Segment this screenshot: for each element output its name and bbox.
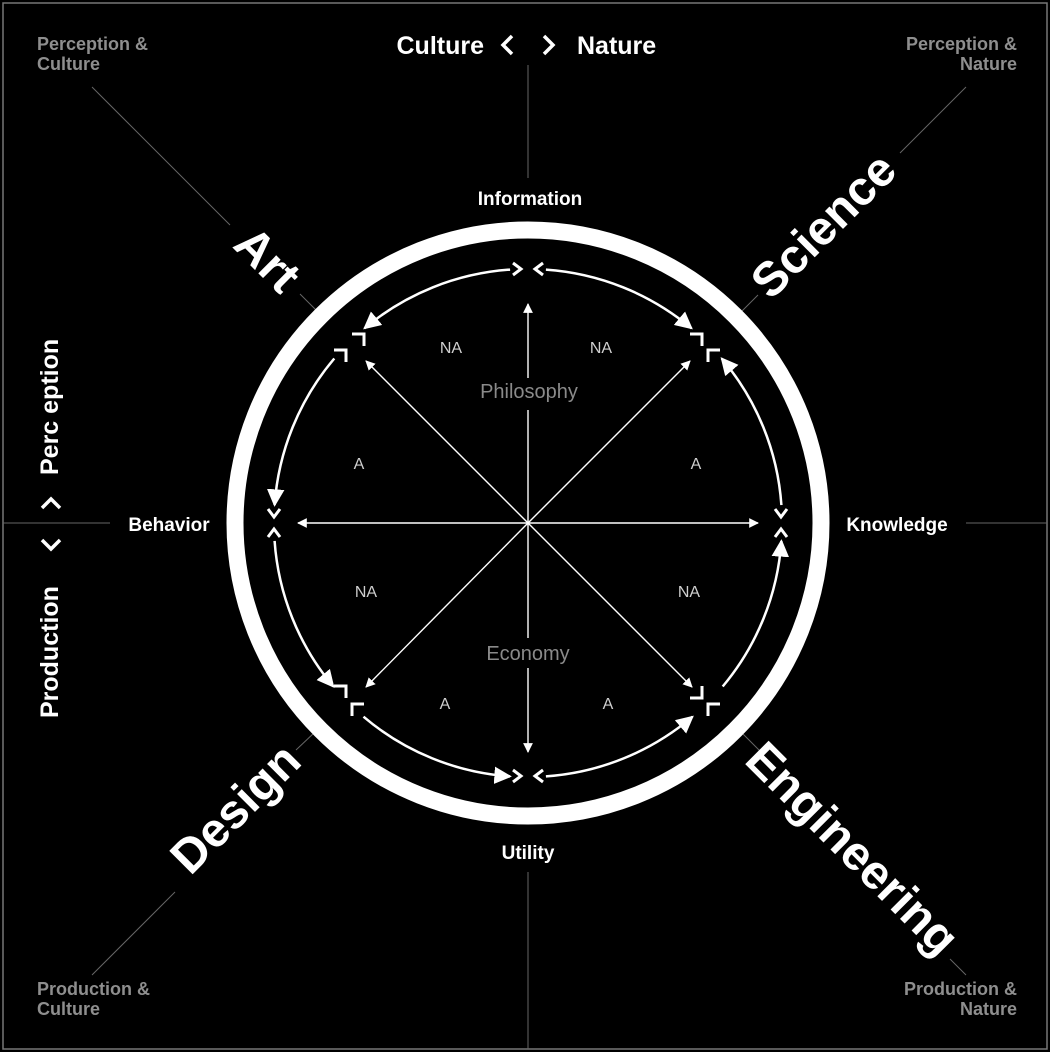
corner-label-bottom-right-line1: Production &	[904, 979, 1017, 999]
sector-tag-upper-right: A	[691, 456, 702, 473]
node-right	[773, 508, 789, 538]
spoke-top-left	[365, 360, 529, 524]
node-bottom-left	[334, 684, 364, 716]
sector-tag-bottom-right: A	[603, 696, 614, 713]
cardinal-label-knowledge: Knowledge	[846, 515, 947, 536]
node-top-left	[334, 332, 366, 362]
node-markers	[266, 261, 789, 784]
inner-arc-left-lower	[273, 540, 335, 688]
sector-tag-lower-right: NA	[678, 584, 701, 601]
inner-arc-top-right	[545, 268, 693, 330]
corner-label-top-left-line2: Culture	[37, 54, 100, 74]
diagonal-line-top-right	[899, 86, 967, 154]
inner-label-philosophy: Philosophy	[480, 381, 578, 403]
sector-tag-upper-left: A	[354, 456, 365, 473]
corner-label-top-left-line1: Perception &	[37, 34, 148, 54]
field-label-art: Art	[224, 217, 311, 304]
spoke-top-right	[527, 360, 691, 524]
chevron-down-icon	[40, 538, 62, 552]
sector-tag-top-right: NA	[590, 340, 613, 357]
field-label-engineering: Engineering	[735, 732, 969, 966]
inner-arc-right-upper	[720, 357, 783, 506]
chevron-left-icon	[500, 34, 514, 56]
outer-ring	[226, 221, 830, 825]
diagonal-line-top-left	[91, 86, 231, 226]
diagonal-line-bottom-right	[949, 958, 967, 976]
spokes	[297, 303, 759, 753]
diagonal-line-bottom-left-inner	[295, 731, 316, 751]
inner-arc-left-upper	[266, 357, 336, 507]
inner-ring	[266, 268, 790, 785]
axis-label-nature: Nature	[577, 32, 656, 60]
corner-label-bottom-right-line2: Nature	[960, 999, 1017, 1019]
inner-arc-top-left	[363, 268, 511, 330]
diagonal-line-bottom-left	[91, 891, 176, 976]
corner-label-bottom-left-line2: Culture	[37, 999, 100, 1019]
corner-label-bottom-left-line1: Production &	[37, 979, 150, 999]
cardinal-label-utility: Utility	[502, 843, 555, 864]
diagonal-line-bottom-right-inner	[741, 732, 761, 752]
inner-arc-bottom-left	[362, 715, 512, 785]
cardinal-label-information: Information	[478, 189, 583, 210]
axis-label-perception: Perc eption	[36, 339, 64, 475]
diagonal-line-top-left-inner	[299, 293, 319, 313]
inner-arc-bottom-right	[545, 715, 694, 778]
field-label-science: Science	[741, 143, 907, 309]
diagonal-line-top-right-inner	[739, 294, 759, 314]
chevron-up-icon	[40, 496, 62, 510]
sector-tag-lower-left: NA	[355, 584, 378, 601]
cardinal-label-behavior: Behavior	[128, 515, 210, 536]
spoke-bottom-left	[365, 522, 529, 688]
node-top-right	[690, 332, 720, 362]
node-bottom	[512, 768, 544, 784]
node-top	[512, 261, 544, 277]
spoke-bottom-right	[527, 522, 693, 688]
axis-label-culture: Culture	[397, 32, 485, 60]
node-left	[266, 508, 282, 538]
inner-arc-right-lower	[721, 539, 790, 688]
corner-label-top-right-line1: Perception &	[906, 34, 1017, 54]
chevron-right-icon	[542, 34, 556, 56]
field-label-design: Design	[161, 734, 312, 885]
sector-tag-top-left: NA	[440, 340, 463, 357]
node-bottom-right	[690, 686, 720, 716]
axis-label-production: Production	[36, 586, 64, 718]
sector-tag-bottom-left: A	[440, 696, 451, 713]
corner-label-top-right-line2: Nature	[960, 54, 1017, 74]
inner-label-economy: Economy	[486, 643, 569, 665]
